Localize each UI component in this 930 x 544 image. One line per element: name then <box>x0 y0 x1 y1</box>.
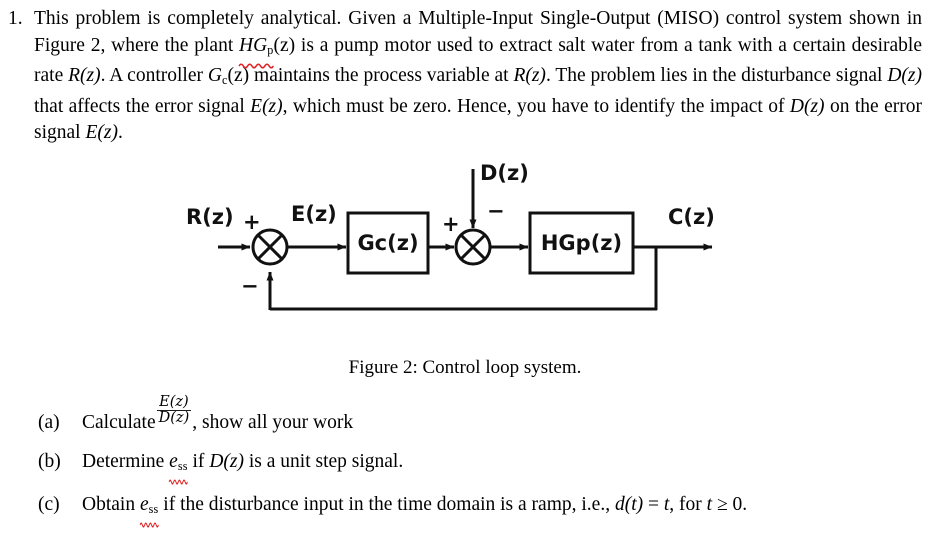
fraction-denominator: D(z) <box>156 410 192 427</box>
part-c-text-before: Obtain <box>82 494 140 516</box>
part-b-var-dz: D(z) <box>209 451 244 473</box>
plant-block <box>528 211 635 275</box>
diagram-canvas <box>218 169 713 311</box>
part-b-tag: (b) <box>38 451 61 473</box>
ess-sub-b: ss <box>177 459 188 474</box>
problem-line-4-c: that affects the error signal <box>34 95 251 117</box>
part-a-tag: (a) <box>38 412 60 434</box>
problem-number: 1. <box>8 8 23 29</box>
controller-block <box>346 211 430 275</box>
part-c-ge: ≥ <box>712 494 733 516</box>
var-rz-1: R(z) <box>68 65 101 87</box>
part-b-text-mid: if <box>187 451 210 473</box>
part-c-text-mid: if the disturbance input in the time dom… <box>158 494 615 516</box>
problem-line-2-b: (z) is a pump motor used to extract salt… <box>273 34 635 56</box>
misspelled-term-ess-b: ess <box>168 449 188 485</box>
problem-line-4-d: , which <box>282 95 341 117</box>
problem-line-2-a: system shown in Figure 2, where the plan… <box>34 8 922 56</box>
ess-sub-c: ss <box>148 502 159 517</box>
var-ez-1: E(z) <box>250 95 283 117</box>
squiggle-icon <box>168 479 188 485</box>
controller-sub: c <box>221 73 228 88</box>
diagram-label-dz: D(z) <box>480 161 529 185</box>
var-dz-1: D(z) <box>887 65 922 87</box>
plant-symbol-sub: p <box>267 42 274 57</box>
squiggle-icon <box>238 63 275 69</box>
diagram-label-gc: Gc(z) <box>357 231 419 255</box>
problem-row: 1. This problem is completely analytical… <box>8 6 922 147</box>
ess-base-b: e <box>169 451 178 473</box>
problem-line-1: This problem is completely analytical. G… <box>34 8 782 29</box>
plant-symbol-base: HG <box>239 34 268 56</box>
problem-line-3-b: . A controller <box>100 65 208 87</box>
part-b-text-after: is a unit step signal. <box>243 451 404 473</box>
part-c-text-mid2: , for <box>669 494 707 516</box>
diagram-label-ez: E(z) <box>291 202 337 226</box>
fraction-ez-over-dz: E(z)D(z) <box>156 394 192 427</box>
ess-base-c: e <box>139 494 149 516</box>
part-c-eq: = <box>643 494 664 516</box>
part-a-text-after: , show all your work <box>192 412 354 434</box>
misspelled-term-ess-c: ess <box>139 492 159 528</box>
part-c-var-t1: t <box>663 494 670 516</box>
diagram-label-cz: C(z) <box>668 205 715 229</box>
problem-line-4-a: at <box>494 65 514 87</box>
diagram-label-hgp: HGp(z) <box>540 231 623 255</box>
problem-line-5-a: must be zero. Hence, you have to identif… <box>346 95 790 117</box>
figure-caption: Figure 2: Control loop system. <box>348 357 582 378</box>
var-rz-2: R(z) <box>513 65 546 87</box>
sum2-plus-sign: + <box>442 212 460 236</box>
part-c-var-t2: t <box>706 494 713 516</box>
misspelled-term-hgp: HGp <box>238 33 275 69</box>
squiggle-icon <box>139 522 159 528</box>
part-b-text-before: Determine <box>82 451 170 473</box>
controller-symbol-1: Gc <box>207 65 228 88</box>
var-ez-2: E(z) <box>85 122 118 144</box>
problem-line-3-c: (z) maintains the process variable <box>227 65 490 87</box>
part-c-var-dt: d(t) <box>614 494 644 516</box>
sum2-minus-sign: − <box>487 199 505 223</box>
var-dz-2: D(z) <box>789 95 825 117</box>
problem-paragraph: This problem is completely analytical. G… <box>34 6 922 147</box>
part-a-text-before: Calculate <box>82 412 156 434</box>
controller-base: G <box>207 65 222 87</box>
problem-line-5-b: on the error signal <box>34 95 922 144</box>
part-c-tag: (c) <box>38 494 60 516</box>
part-b-body: Determine ess if D(z) is a unit step sig… <box>82 449 918 485</box>
problem-line-5-c: . <box>117 122 123 144</box>
question-part-b: (b) Determine ess if D(z) is a unit step… <box>38 449 918 485</box>
diagram-label-rz: R(z) <box>186 205 234 229</box>
problem-statement: 1. This problem is completely analytical… <box>8 6 922 147</box>
part-c-zero: 0. <box>732 494 748 516</box>
fraction-numerator: E(z) <box>159 394 189 410</box>
sum1-minus-sign: − <box>241 274 259 298</box>
sum1-plus-sign: + <box>243 210 261 234</box>
problem-line-3-a: from a tank with a certain desirable rat… <box>34 34 922 87</box>
question-part-c: (c) Obtain ess if the disturbance input … <box>38 492 918 528</box>
part-c-body: Obtain ess if the disturbance input in t… <box>82 492 918 528</box>
problem-line-4-b: . The problem lies in the disturbance si… <box>545 65 888 87</box>
control-loop-diagram: R(z) + − E(z) Gc(z) D(z) + − HGp(z) C(z) <box>0 150 930 350</box>
